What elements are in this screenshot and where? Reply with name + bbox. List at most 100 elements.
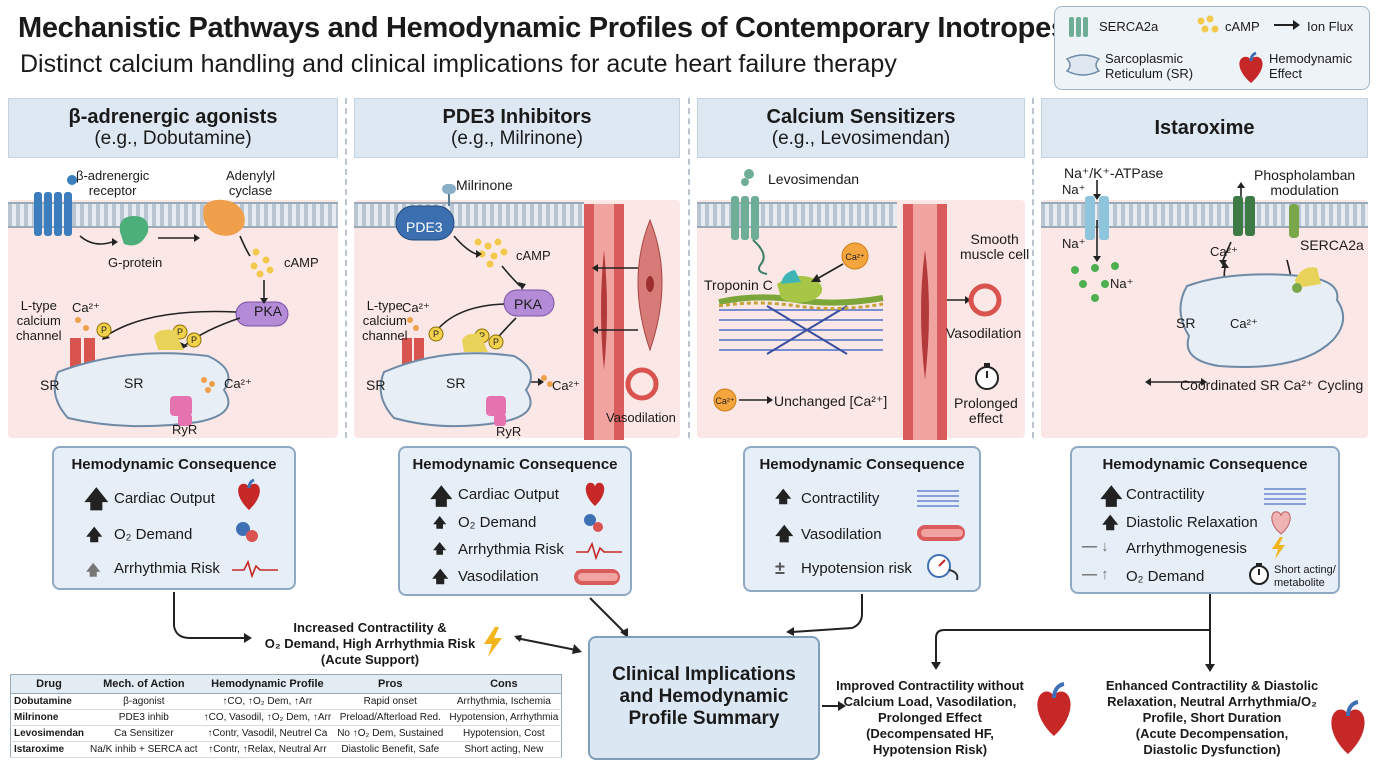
- scene-levosimendan: [697, 200, 1025, 438]
- table-header-row: Drug Mech. of Action Hemodynamic Profile…: [10, 674, 562, 694]
- label-na: Na⁺: [1062, 182, 1086, 197]
- label-sr: SR: [40, 377, 60, 393]
- table-row: Dobutamine β-agonist ↑CO, ↑O₂ Dem, ↑Arr …: [10, 693, 562, 710]
- diagram-title: Mechanistic Pathways and Hemodynamic Pro…: [18, 12, 1067, 44]
- diagram-subtitle: Distinct calcium handling and clinical i…: [20, 50, 897, 78]
- label-sr: SR: [366, 377, 386, 393]
- label-pka: PKA: [514, 296, 543, 312]
- serca-icon: [1295, 267, 1321, 288]
- label-vasodilation: Vasodilation: [606, 410, 676, 425]
- up-arrow-large-icon: 🡅: [84, 486, 109, 513]
- label-vasodilation: Vasodilation: [946, 325, 1022, 341]
- hemo-row: Diastolic Relaxation: [1126, 514, 1258, 531]
- label-ca: Ca²⁺: [1210, 244, 1238, 259]
- table-cell: Diastolic Benefit, Safe: [334, 741, 447, 758]
- hemo-box-pde3: Hemodynamic Consequence 🡅 Cardiac Output…: [398, 446, 632, 596]
- clinical-summary-box: Clinical Implications and Hemodynamic Pr…: [588, 636, 820, 760]
- column-subtitle: (e.g., Milrinone): [451, 128, 583, 149]
- table-cell: Ca Sensitizer: [87, 725, 201, 742]
- table-cell: Preload/Afterload Red.: [334, 709, 447, 726]
- table-cell: ↑CO, Vasodil, ↑O₂ Dem, ↑Arr: [200, 709, 335, 726]
- hemo-box-title: Hemodynamic Consequence: [71, 456, 277, 473]
- column-subtitle: (e.g., Dobutamine): [94, 128, 252, 149]
- column-subtitle: (e.g., Levosimendan): [771, 128, 951, 149]
- sarcomere-icon: [917, 490, 959, 507]
- oxygen-icon: [584, 514, 603, 532]
- legend-serca: SERCA2a: [1099, 19, 1159, 34]
- camp-dots: [250, 248, 274, 278]
- column-divider: [1032, 98, 1034, 438]
- svg-text:P: P: [493, 337, 499, 347]
- column-title: PDE3 Inhibitors: [442, 106, 592, 128]
- table-cell: No ↑O₂ Dem, Sustained: [334, 725, 447, 742]
- legend-sr-line1: Sarcoplasmic: [1105, 51, 1184, 66]
- legend-camp: cAMP: [1225, 19, 1260, 34]
- label-pde3: PDE3: [406, 219, 443, 235]
- outcome-beta: Increased Contractility & O₂ Demand, Hig…: [264, 620, 476, 667]
- heart-icon: [238, 478, 260, 510]
- istaroxime-illustration: [1071, 180, 1344, 386]
- label-troponin-c: Troponin C: [704, 277, 773, 293]
- table-header: Pros: [334, 674, 447, 694]
- table-cell: Hypotension, Arrhythmia: [446, 709, 562, 726]
- table-cell: Dobutamine: [10, 693, 88, 710]
- plus-minus-icon: ±: [775, 558, 785, 578]
- column-header-istaroxime: Istaroxime: [1041, 98, 1368, 158]
- sarcomere-icon: [1264, 488, 1306, 505]
- column-title: Calcium Sensitizers: [766, 106, 956, 128]
- up-arrow-icon: 🡅: [433, 515, 447, 530]
- label-ca: Ca²⁺: [1230, 316, 1258, 331]
- sr-icon: [1179, 273, 1344, 368]
- table-cell: PDE3 inhib: [87, 709, 201, 726]
- table-cell: Hypotension, Cost: [446, 725, 562, 742]
- table-cell: Na/K inhib + SERCA act: [87, 741, 201, 758]
- hemo-row: Vasodilation: [801, 526, 882, 543]
- serca-icon: [462, 333, 488, 352]
- milrinone-icon: [442, 184, 456, 206]
- summary-table: Drug Mech. of Action Hemodynamic Profile…: [10, 674, 563, 758]
- label-pka: PKA: [254, 303, 283, 319]
- hemo-row: Arrhythmia Risk: [114, 560, 220, 577]
- svg-text:P: P: [177, 327, 183, 337]
- table-header: Hemodynamic Profile: [200, 674, 335, 694]
- table-row: Milrinone PDE3 inhib ↑CO, Vasodil, ↑O₂ D…: [10, 709, 562, 726]
- label-na: Na⁺: [1062, 236, 1086, 251]
- heart-icon: [1239, 51, 1263, 83]
- flow-connectors: [173, 592, 1215, 711]
- label-short-acting: Short acting/metabolite: [1274, 564, 1336, 589]
- adenylyl-cyclase-icon: [203, 199, 245, 236]
- table-header: Drug: [10, 674, 88, 694]
- label-camp: cAMP: [516, 248, 551, 263]
- beta-receptor-icon: [34, 175, 77, 236]
- column-divider: [345, 98, 347, 438]
- label-g-protein: G-protein: [108, 255, 163, 270]
- hemo-box-beta: Hemodynamic Consequence 🡅 Cardiac Output…: [52, 446, 296, 590]
- serca-icon: [154, 329, 184, 350]
- label-na: Na⁺: [1110, 276, 1134, 291]
- heart-icon: [585, 482, 605, 506]
- label-na-k-atpase: Na⁺/K⁺-ATPase: [1064, 165, 1164, 181]
- label-sr-cycling: Coordinated SR Ca²⁺ Cycling: [1180, 377, 1364, 393]
- table-cell: Short acting, New: [446, 741, 562, 758]
- stopwatch-icon: [1249, 563, 1269, 585]
- table-cell: Istaroxime: [10, 741, 88, 758]
- table-cell: β-agonist: [87, 693, 201, 710]
- gauge-icon: [927, 554, 959, 581]
- heart-icon: [1331, 700, 1365, 754]
- label-levosimendan: Levosimendan: [768, 171, 860, 187]
- sr-icon: [1065, 54, 1101, 76]
- label-camp: cAMP: [284, 255, 319, 270]
- up-arrow-small-icon: 🡅: [86, 562, 101, 578]
- hemo-box-title: Hemodynamic Consequence: [759, 456, 965, 473]
- column-title: β-adrenergic agonists: [68, 106, 278, 128]
- hemo-row: Cardiac Output: [114, 490, 215, 507]
- up-arrow-icon: 🡅: [433, 541, 447, 556]
- table-cell: Levosimendan: [10, 725, 88, 742]
- svg-text:Ca²⁺: Ca²⁺: [845, 252, 865, 262]
- label-serca2a: SERCA2a: [1300, 237, 1364, 253]
- table-cell: ↑Contr, ↑Relax, Neutral Arr: [200, 741, 335, 758]
